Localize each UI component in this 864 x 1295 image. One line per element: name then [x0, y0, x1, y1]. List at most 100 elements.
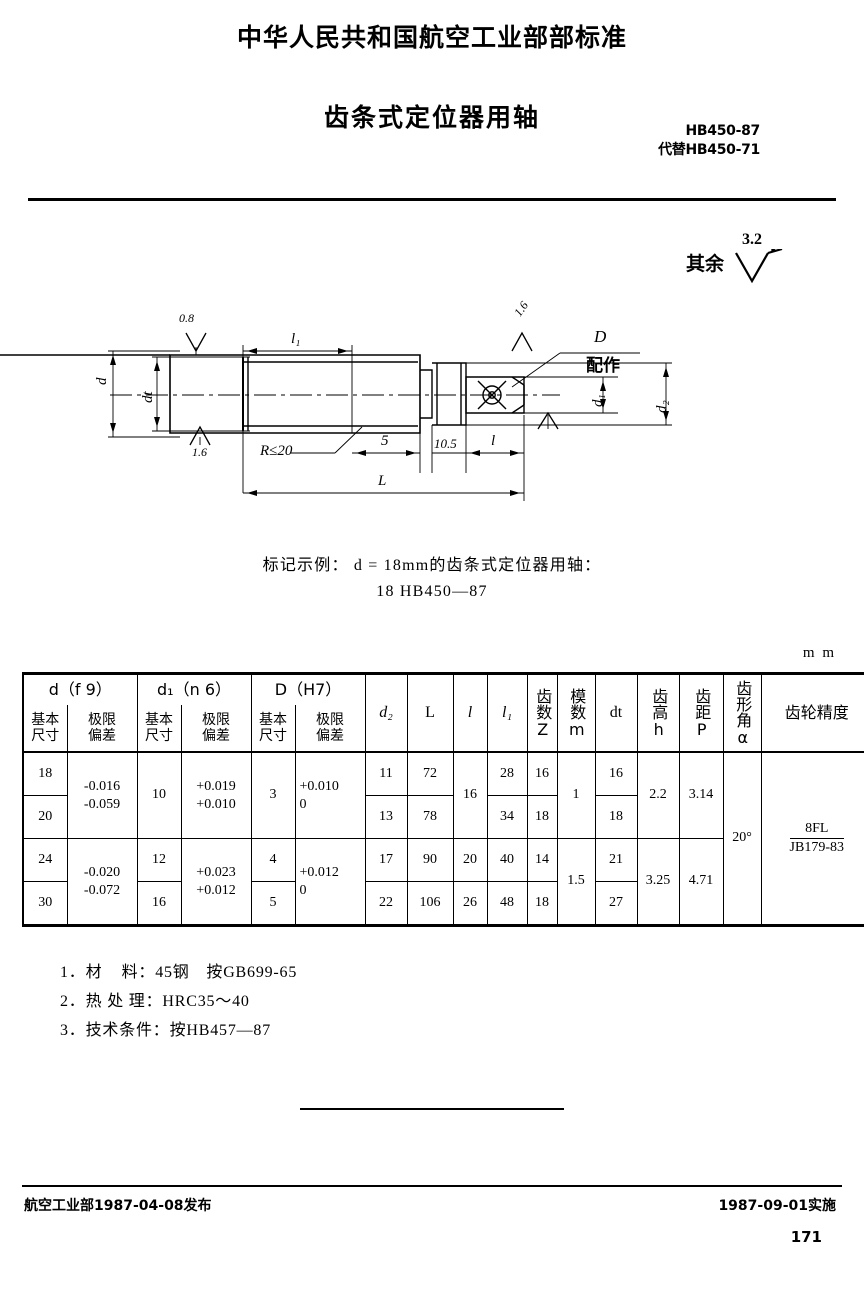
header-gear-accuracy: 齿轮精度: [760, 673, 864, 753]
cell-dt: 27: [594, 881, 638, 926]
table-row: 24 -0.020 -0.072 12 +0.023 +0.012 4 +0.0…: [22, 838, 864, 926]
header-d2: d₂: [364, 673, 408, 753]
cell-l1: 48: [486, 881, 528, 926]
header-d-basic: 基本 尺寸: [22, 705, 68, 753]
cell-D-basic: 5: [250, 881, 296, 926]
cell-h: 2.2: [636, 751, 680, 839]
standard-codes: HB450-87 代替HB450-71: [560, 122, 760, 160]
spec-table: d（f 9） d₁（n 6） D（H7） d₂ L l l₁ 齿数Z 模数m d…: [22, 672, 864, 927]
standard-number: HB450-87: [685, 123, 760, 139]
marking-example-line2: 18 HB450—87: [376, 583, 488, 600]
cell-d2: 13: [364, 795, 408, 839]
cell-D-deviation: +0.010 0: [294, 751, 366, 839]
cell-D-deviation: +0.012 0: [294, 838, 366, 926]
cell-m: 1.5: [556, 838, 596, 926]
cell-Z: 18: [526, 881, 558, 926]
dimension-label-d: d: [94, 377, 110, 386]
dimension-label-l: l: [491, 433, 496, 449]
cell-d1-basic: 12: [136, 838, 182, 882]
fit-note: 配作: [586, 356, 620, 376]
general-finish-label: 其余: [686, 253, 725, 275]
cell-d1-deviation: +0.019 +0.010: [180, 751, 252, 839]
cell-l1: 28: [486, 751, 528, 796]
section-divider: [300, 1108, 564, 1110]
note-heat-treatment: 2．热 处 理：HRC35～40: [60, 993, 250, 1010]
cell-d1-dev-upper: +0.023: [196, 865, 236, 880]
cell-Z: 14: [526, 838, 558, 882]
header-l1: l₁: [486, 673, 528, 753]
table-row: 30 16 5 22 106 26 48 18 27: [22, 881, 864, 926]
header-D-dev: 极限 偏差: [294, 705, 366, 753]
cell-d-dev-upper: -0.016: [83, 779, 121, 794]
cell-Z: 18: [526, 795, 558, 839]
roughness-1-6: 1.6: [192, 445, 207, 459]
cell-D-dev-lower: 0: [299, 882, 307, 898]
page-title: 齿条式定位器用轴: [323, 103, 540, 132]
cell-d1-dev-upper: +0.019: [196, 779, 236, 794]
cell-d1-basic: 10: [136, 751, 182, 839]
cell-P: 3.14: [678, 751, 724, 839]
header-L: L: [406, 673, 454, 753]
dimension-label-10-5: 10.5: [434, 436, 457, 451]
general-finish-symbol: [735, 249, 783, 284]
header-D-h7: D（H7）: [250, 673, 366, 705]
cell-L: 106: [406, 881, 454, 926]
standard-replaces: 代替HB450-71: [658, 142, 760, 158]
cell-D-basic: 3: [250, 751, 296, 839]
cell-d-basic: 30: [22, 881, 68, 926]
cell-m: 1: [556, 751, 596, 839]
header-module-m: 模数m: [556, 673, 596, 753]
table-header-group-row: d（f 9） d₁（n 6） D（H7） d₂ L l l₁ 齿数Z 模数m d…: [22, 673, 864, 753]
cell-l: 20: [452, 838, 488, 882]
marking-example-line1: 标记示例： d = 18mm的齿条式定位器用轴：: [262, 557, 602, 574]
general-finish-value: 3.2: [742, 231, 762, 248]
footer-effective: 1987-09-01实施: [718, 1198, 836, 1214]
cell-d1-dev-lower: +0.012: [196, 882, 236, 898]
dimension-label-D: D: [594, 327, 607, 346]
cell-d1-dev-lower: +0.010: [196, 796, 236, 812]
roughness-0-8: 0.8: [179, 311, 194, 325]
cell-d-dev-lower: -0.059: [83, 796, 121, 812]
cell-Z: 16: [526, 751, 558, 796]
header-pressure-angle: 齿形角α: [722, 673, 762, 753]
dimension-label-5: 5: [381, 433, 389, 449]
header-d1-dev: 极限 偏差: [180, 705, 252, 753]
cell-P: 4.71: [678, 838, 724, 926]
header-d1-n6: d₁（n 6）: [136, 673, 252, 705]
cell-dt: 18: [594, 795, 638, 839]
header-dt: dt: [594, 673, 638, 753]
dimension-label-l1: l₁: [291, 331, 301, 347]
cell-d2: 22: [364, 881, 408, 926]
cell-d1-basic: 16: [136, 881, 182, 926]
cell-D-dev-lower: 0: [299, 796, 307, 812]
cell-h: 3.25: [636, 838, 680, 926]
header-d-dev: 极限 偏差: [66, 705, 138, 753]
cell-gear-accuracy: 8FL JB179-83: [760, 751, 864, 926]
dimension-label-L: L: [378, 473, 387, 489]
cell-D-dev-upper: +0.010: [299, 779, 339, 794]
header-pitch-p: 齿距P: [678, 673, 724, 753]
note-material: 1．材 料：45钢 按GB699-65: [60, 964, 298, 981]
header-d-f9: d（f 9）: [22, 673, 138, 705]
cell-d-basic: 20: [22, 795, 68, 839]
cell-l: 26: [452, 881, 488, 926]
header-D-basic: 基本 尺寸: [250, 705, 296, 753]
cell-dt: 21: [594, 838, 638, 882]
cell-d-basic: 18: [22, 751, 68, 796]
cell-L: 90: [406, 838, 454, 882]
cell-d2: 17: [364, 838, 408, 882]
header-divider: [28, 198, 836, 201]
cell-L: 72: [406, 751, 454, 796]
cell-l1: 34: [486, 795, 528, 839]
page-number: 171: [790, 1228, 822, 1246]
cell-d-deviation: -0.020 -0.072: [66, 838, 138, 926]
ministry-heading: 中华人民共和国航空工业部部标准: [236, 23, 627, 52]
drawing-svg: [0, 331, 672, 501]
cell-d2: 11: [364, 751, 408, 796]
dimension-label-d1: d₁: [590, 394, 606, 407]
cell-d-basic: 24: [22, 838, 68, 882]
cell-d1-deviation: +0.023 +0.012: [180, 838, 252, 926]
radius-note: R≤20: [260, 443, 293, 459]
footer-divider: [22, 1185, 842, 1187]
notes-block: 1．材 料：45钢 按GB699-65 2．热 处 理：HRC35～40 3．技…: [60, 958, 297, 1045]
